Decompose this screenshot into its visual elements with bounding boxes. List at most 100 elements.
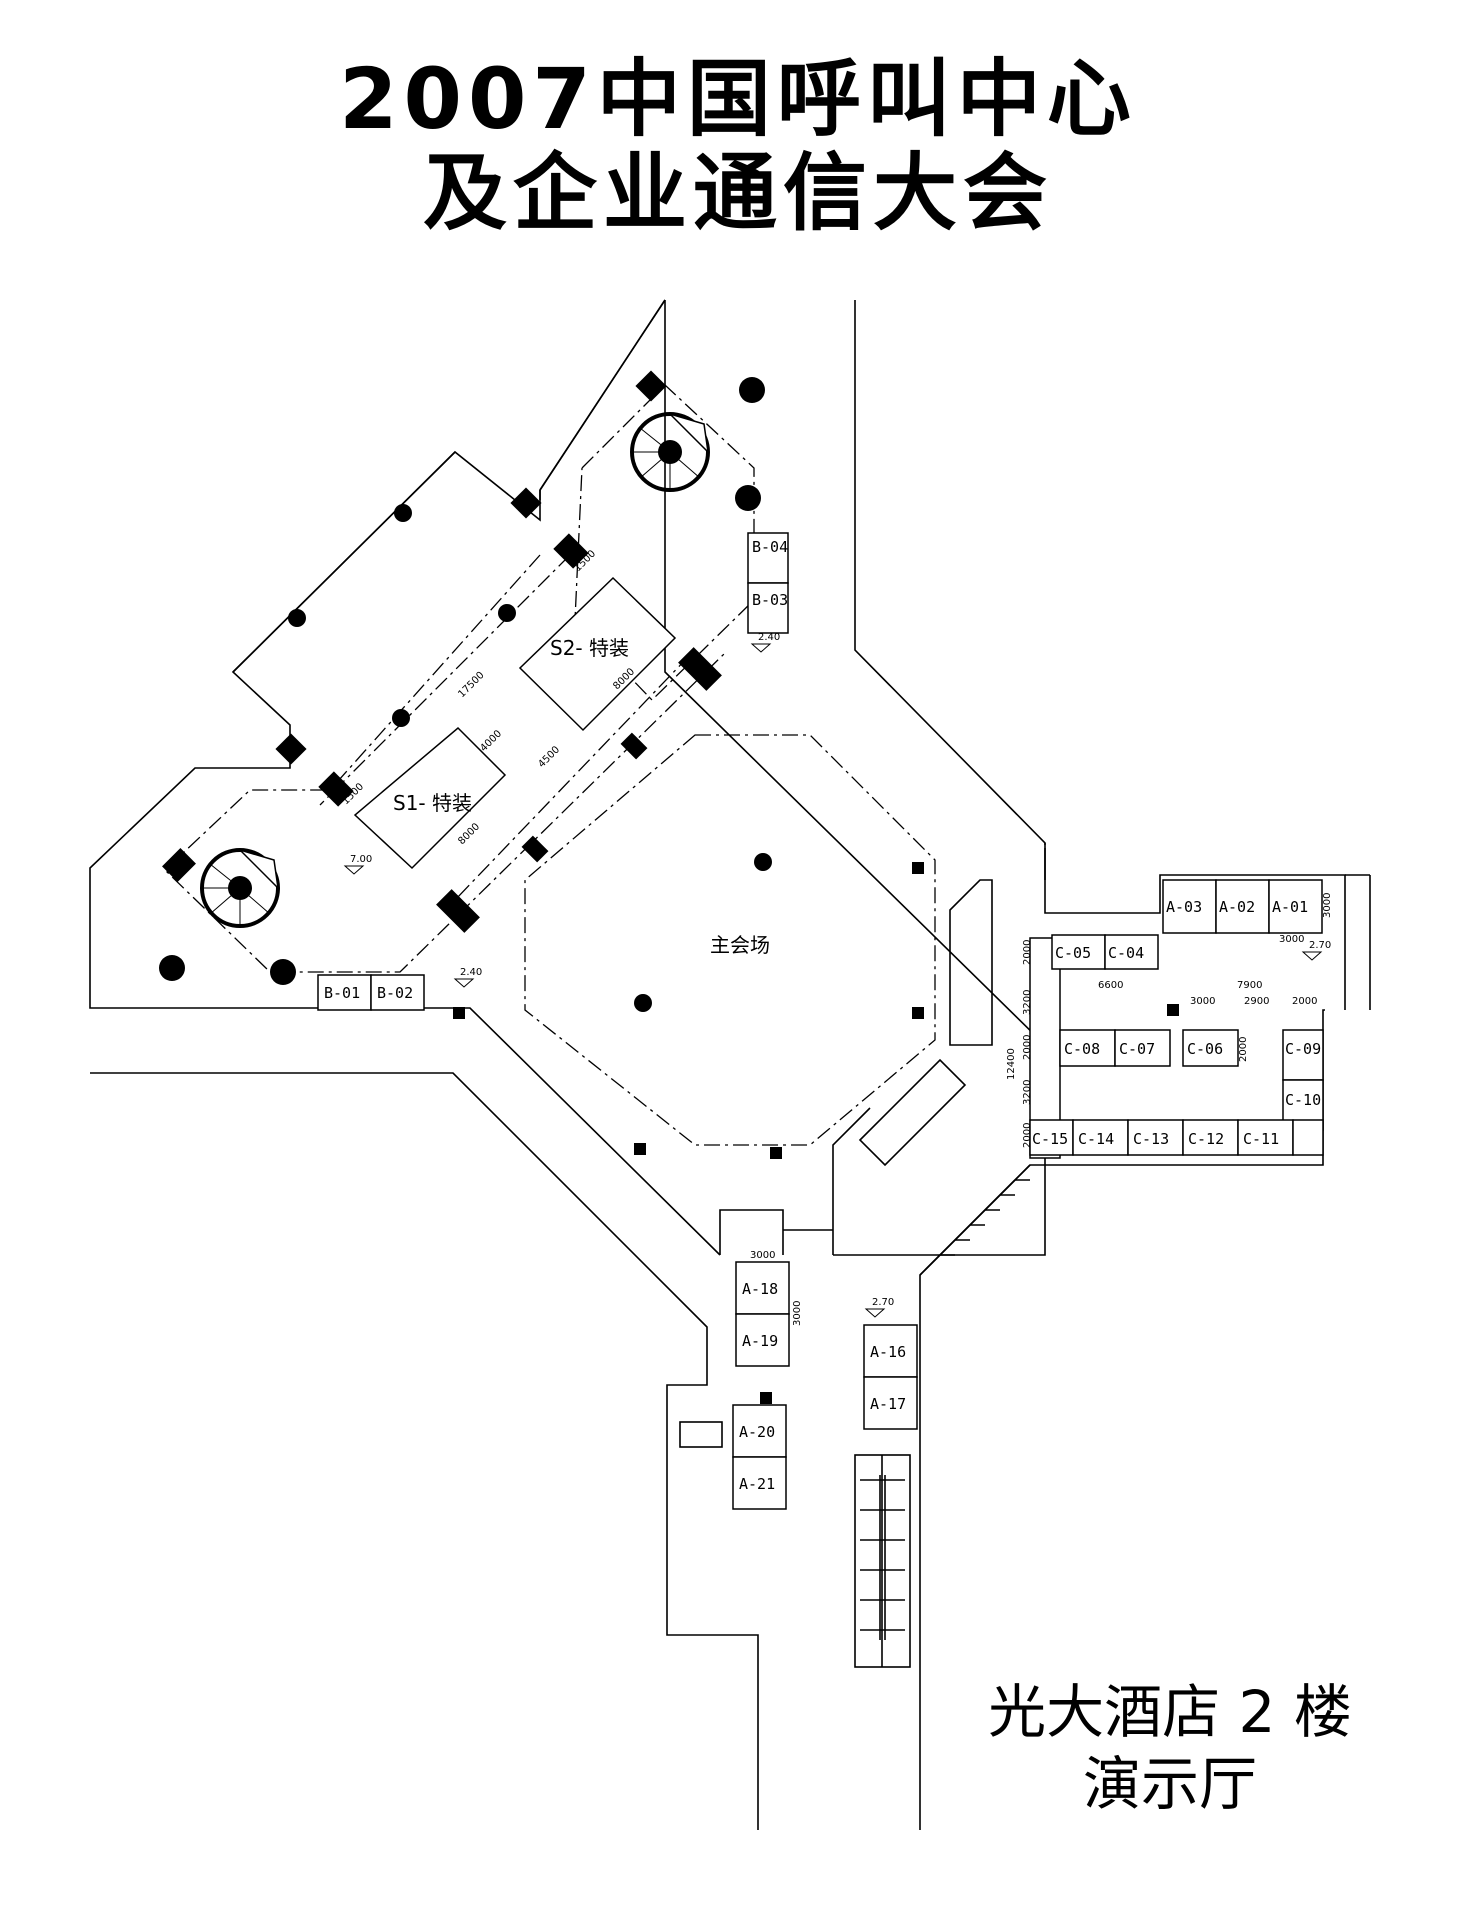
- booth-a-16-label: A-16: [870, 1343, 906, 1361]
- booth-a-17-label: A-17: [870, 1395, 906, 1413]
- booth-c-11[interactable]: [1237, 1119, 1294, 1156]
- dim-3000-a01-side: 3000: [1322, 893, 1333, 918]
- booths-c: C-05 C-04 C-08 C-07 C-06 C-09 C-10 C-15 …: [1029, 934, 1324, 1159]
- booth-c-11-label: C-11: [1243, 1130, 1279, 1148]
- dim-2000-left3: 2000: [1022, 1123, 1033, 1148]
- booth-c-14-label: C-14: [1078, 1130, 1114, 1148]
- booth-b-03-label: B-03: [752, 591, 788, 609]
- dim-8000-s1: 8000: [456, 821, 482, 847]
- dim-3200-left1: 3200: [1022, 990, 1033, 1015]
- west-mid-line2: [454, 654, 691, 901]
- booth-c-15-label: C-15: [1032, 1130, 1068, 1148]
- booth-a-17[interactable]: [863, 1376, 918, 1430]
- booth-a-20-label: A-20: [739, 1423, 775, 1441]
- building-walls: [89, 299, 1371, 1830]
- booth-c-08-label: C-08: [1064, 1040, 1100, 1058]
- west-zone-boundary: [164, 554, 726, 973]
- dim-3000-a18: 3000: [750, 1250, 775, 1261]
- booth-a-01[interactable]: [1268, 879, 1323, 934]
- booth-c-10-label: C-10: [1285, 1091, 1321, 1109]
- west-mid-line: [319, 554, 571, 806]
- venue-line2: 演示厅: [1082, 1750, 1257, 1818]
- level-240-top: 2.40: [758, 632, 780, 643]
- booth-b-03[interactable]: [747, 582, 789, 634]
- booth-c-09-label: C-09: [1285, 1040, 1321, 1058]
- level-700: 7.00: [350, 854, 372, 865]
- booth-c-12-label: C-12: [1188, 1130, 1224, 1148]
- booths-b: B-04 B-03 B-01 B-02: [317, 532, 789, 1011]
- dim-7900: 7900: [1237, 980, 1262, 991]
- dim-3000-a18-side: 3000: [792, 1301, 803, 1326]
- dim-2000-left2: 2000: [1022, 1035, 1033, 1060]
- booth-c-13[interactable]: [1127, 1119, 1184, 1156]
- booth-a-21-label: A-21: [739, 1475, 775, 1493]
- booth-b-04-label: B-04: [752, 538, 788, 556]
- booth-a-02[interactable]: [1215, 879, 1270, 934]
- dim-4500: 4500: [536, 744, 562, 770]
- stand-s2[interactable]: S2- 特装: [518, 576, 677, 732]
- level-markers: 2.40 2.40 7.00 2.70 2.70: [343, 632, 1331, 1318]
- dim-17500: 17500: [456, 670, 486, 700]
- booth-a-02-label: A-02: [1219, 898, 1255, 916]
- dim-3000-a01: 3000: [1279, 934, 1304, 945]
- staircase-right: [924, 1164, 1031, 1271]
- level-240-left: 2.40: [460, 967, 482, 978]
- booth-b-04[interactable]: [747, 532, 789, 584]
- pillars: [159, 370, 1179, 1404]
- booth-a-03-label: A-03: [1166, 898, 1202, 916]
- booth-c-14[interactable]: [1072, 1119, 1129, 1156]
- stand-s1-label: S1- 特装: [393, 791, 472, 815]
- side-room: [858, 1058, 967, 1167]
- booth-a-03[interactable]: [1162, 879, 1217, 934]
- booth-c-07-label: C-07: [1119, 1040, 1155, 1058]
- dim-3000-c: 3000: [1190, 996, 1215, 1007]
- booth-a-18-label: A-18: [742, 1280, 778, 1298]
- map-title-line2: 及企业通信大会: [422, 144, 1053, 242]
- booth-c-04[interactable]: [1104, 934, 1159, 970]
- dim-4000: 4000: [478, 728, 504, 754]
- escalator: [854, 1454, 911, 1668]
- booth-c-06-label: C-06: [1187, 1040, 1223, 1058]
- small-box: [679, 1421, 723, 1448]
- spiral-stair-top: [630, 412, 710, 492]
- booths-a-east: A-03 A-02 A-01: [1162, 879, 1323, 934]
- stand-s2-label: S2- 特装: [550, 636, 629, 660]
- dim-12400: 12400: [1006, 1048, 1017, 1080]
- booth-c-end: [1292, 1119, 1324, 1156]
- level-270-bottom: 2.70: [872, 1297, 894, 1308]
- spiral-stair-left: [200, 848, 280, 928]
- booth-c-05[interactable]: [1051, 934, 1106, 970]
- booth-c-12[interactable]: [1182, 1119, 1239, 1156]
- dim-2000-left1: 2000: [1022, 940, 1033, 965]
- booth-c-05-label: C-05: [1055, 944, 1091, 962]
- booth-a-21[interactable]: [732, 1456, 787, 1510]
- booth-b-02[interactable]: [370, 974, 425, 1011]
- booth-b-02-label: B-02: [377, 984, 413, 1002]
- booth-a-20[interactable]: [732, 1404, 787, 1458]
- stand-s1[interactable]: S1- 特装: [353, 726, 507, 870]
- booth-a-19-label: A-19: [742, 1332, 778, 1350]
- booth-c-07[interactable]: [1114, 1029, 1171, 1067]
- main-hall-boundary: [524, 734, 936, 1146]
- booth-c-06[interactable]: [1182, 1029, 1239, 1067]
- dim-3200-left2: 3200: [1022, 1080, 1033, 1105]
- dim-6600: 6600: [1098, 980, 1123, 991]
- booth-a-01-label: A-01: [1272, 898, 1308, 916]
- booth-c-04-label: C-04: [1108, 944, 1144, 962]
- dimension-labels: 17500 1500 1500 8000 8000 4000 4500 6600…: [340, 548, 1333, 1326]
- dim-2900: 2900: [1244, 996, 1269, 1007]
- dim-2000-c: 2000: [1292, 996, 1317, 1007]
- venue-line1: 光大酒店 2 楼: [988, 1678, 1352, 1746]
- level-270-right: 2.70: [1309, 940, 1331, 951]
- booths-a-south: A-18 A-19 A-20 A-21 A-16 A-17: [732, 1261, 918, 1510]
- map-title-line1: 2007中国呼叫中心: [339, 50, 1137, 148]
- main-hall-label: 主会场: [710, 933, 770, 957]
- booth-c-15[interactable]: [1029, 1119, 1074, 1156]
- map-title: 2007中国呼叫中心 及企业通信大会: [0, 52, 1476, 240]
- booth-a-19[interactable]: [735, 1313, 790, 1367]
- booth-a-16[interactable]: [863, 1324, 918, 1378]
- dim-2000-c06: 2000: [1238, 1037, 1249, 1062]
- venue-label: 光大酒店 2 楼 演示厅: [960, 1676, 1380, 1820]
- booth-b-01-label: B-01: [324, 984, 360, 1002]
- booth-c-13-label: C-13: [1133, 1130, 1169, 1148]
